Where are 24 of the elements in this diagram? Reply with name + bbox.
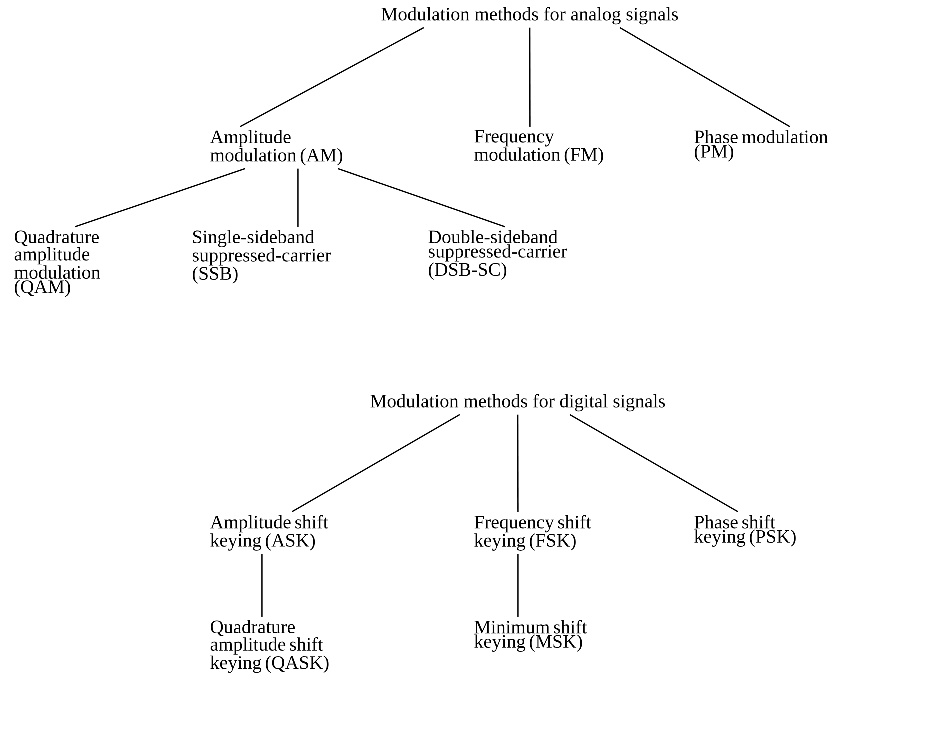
connector-line (75, 168, 246, 228)
node-label: Modulation methods for analog signals (382, 7, 678, 25)
node-label: Modulation methods for digital signals (370, 394, 666, 412)
node-label: Frequency shift keying (FSK) (474, 515, 592, 551)
node-label: Quadrature amplitude shift keying (QASK) (210, 620, 329, 674)
node-label: Phase shift keying (PSK) (694, 515, 796, 548)
connector-line (517, 414, 519, 512)
connector-line (518, 554, 519, 617)
node-label: Single-sideband suppressed-carrier (SSB) (193, 230, 332, 284)
connector-line (240, 27, 424, 128)
node-label: Minimum shift keying (MSK) (474, 620, 588, 652)
node-label: Amplitude modulation (AM) (210, 130, 343, 166)
connector-line (620, 27, 791, 128)
node-label: Quadrature amplitude modulation (QAM) (14, 230, 100, 298)
node-label: Double-sideband suppressed-carrier (DSB-SC) (428, 230, 568, 280)
connector-line (292, 414, 460, 513)
connector-line (338, 168, 506, 228)
node-label: Amplitude shift keying (ASK) (210, 515, 328, 551)
node-label: Phase modulation (PM) (694, 130, 828, 162)
connector-line (262, 554, 263, 617)
node-label: Frequency modulation (FM) (474, 130, 604, 165)
connector-line (298, 168, 299, 227)
connector-line (570, 414, 739, 513)
connector-line (529, 28, 531, 127)
